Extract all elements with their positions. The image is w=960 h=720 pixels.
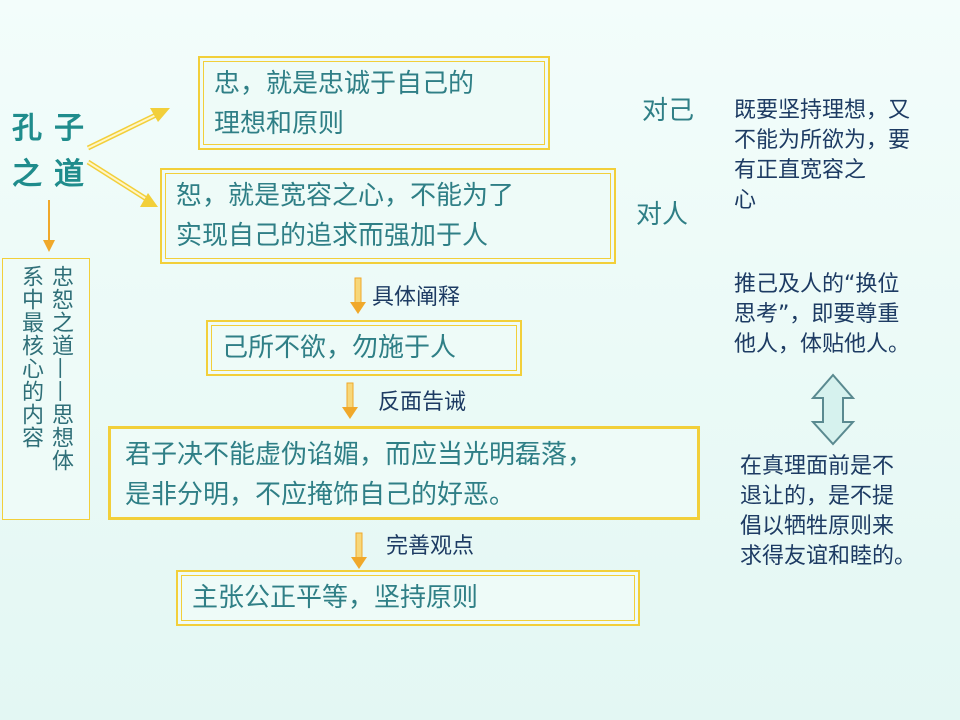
arrow-step3 (351, 532, 367, 569)
right-text-3-line4: 求得友谊和睦的。 (740, 544, 917, 569)
side-box: 忠恕之道——思想体 系中最核心的内容 (2, 258, 90, 520)
label-dui-ji: 对己 (642, 96, 695, 126)
box-zhong-line1: 忠，就是忠诚于自己的 (214, 69, 475, 99)
root-line1: 孔子 (12, 111, 96, 146)
right-text-2: 推己及人的“换位 思考”，即要尊重 他人，体贴他人。 (734, 270, 956, 360)
box-zhong-line2: 理想和原则 (214, 109, 345, 139)
box-step3-text: 主张公正平等，坚持原则 (192, 583, 479, 613)
right-text-1-line1: 既要坚持理想，又 (734, 98, 911, 123)
right-text-2-line3: 他人，体贴他人。 (734, 332, 911, 357)
box-step2-line2: 是非分明，不应掩饰自己的好恶。 (125, 480, 516, 510)
step1-label: 具体阐释 (372, 285, 461, 310)
box-step3: 主张公正平等，坚持原则 (176, 570, 640, 626)
arrow-step1 (350, 277, 366, 314)
box-shu: 恕，就是宽容之心，不能为了 实现自己的追求而强加于人 (160, 168, 616, 264)
box-step2: 君子决不能虚伪谄媚，而应当光明磊落， 是非分明，不应掩饰自己的好恶。 (108, 426, 700, 520)
double-arrow-icon (810, 373, 856, 446)
arrow-step2 (342, 382, 358, 419)
box-shu-line2: 实现自己的追求而强加于人 (176, 221, 489, 251)
right-text-3-line1: 在真理面前是不 (740, 454, 895, 479)
box-step1: 己所不欲，勿施于人 (206, 320, 522, 376)
box-step2-line1: 君子决不能虚伪谄媚，而应当光明磊落， (125, 440, 594, 470)
arrow-root-to-side (43, 200, 55, 252)
side-box-col2: 系中最核心的内容 (18, 265, 43, 449)
box-shu-line1: 恕，就是宽容之心，不能为了 (176, 181, 515, 211)
box-zhong: 忠，就是忠诚于自己的 理想和原则 (198, 56, 550, 150)
right-text-1-line2: 不能为所欲为，要 (734, 128, 911, 153)
label-dui-ren: 对人 (636, 200, 689, 230)
step3-label: 完善观点 (386, 534, 475, 559)
box-step1-text: 己所不欲，勿施于人 (222, 333, 457, 363)
side-box-col1: 忠恕之道——思想体 (48, 265, 73, 472)
right-text-1-line4: 心 (734, 188, 757, 213)
right-text-1-line3: 有正直宽容之 (734, 158, 867, 183)
right-text-3: 在真理面前是不 退让的，是不提 倡以牺牲原则来 求得友谊和睦的。 (740, 452, 958, 572)
arrow-root-to-zhong (86, 108, 170, 151)
root-node: 孔子 之道 (12, 106, 96, 198)
right-text-2-line1: 推己及人的“换位 (734, 272, 900, 297)
right-text-2-line2: 思考”，即要尊重 (734, 302, 900, 327)
root-line2: 之道 (12, 157, 96, 192)
right-text-1: 既要坚持理想，又 不能为所欲为，要 有正直宽容之 心 (734, 96, 956, 216)
right-text-3-line3: 倡以牺牲原则来 (740, 514, 895, 539)
arrow-root-to-shu (86, 159, 158, 207)
right-text-3-line2: 退让的，是不提 (740, 484, 895, 509)
step2-label: 反面告诫 (378, 390, 467, 415)
